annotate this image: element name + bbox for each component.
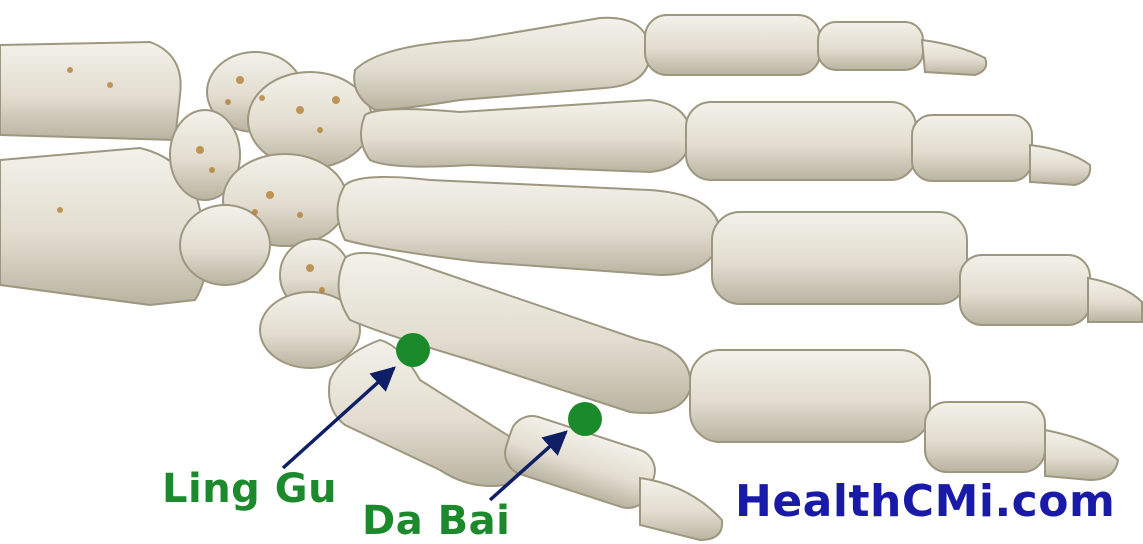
proximal-phalanx-2 <box>690 350 930 442</box>
carpal-lunate <box>180 205 270 285</box>
distal-phalanx-3 <box>1088 278 1142 322</box>
carpal-hamate <box>248 72 372 168</box>
distal-phalanx-5 <box>922 40 986 75</box>
middle-phalanx-4 <box>912 115 1032 181</box>
metacarpal-4 <box>361 100 690 172</box>
proximal-phalanx-4 <box>686 102 916 180</box>
proximal-phalanx-5 <box>645 15 820 75</box>
distal-phalanx-1 <box>640 478 722 540</box>
ling-gu-point-marker <box>396 333 430 367</box>
da-bai-point-marker <box>568 402 602 436</box>
distal-phalanx-2 <box>1045 430 1118 480</box>
middle-phalanx-5 <box>818 22 923 70</box>
ling-gu-label: Ling Gu <box>162 466 337 512</box>
middle-phalanx-3 <box>960 255 1090 325</box>
distal-phalanx-4 <box>1030 145 1090 185</box>
middle-phalanx-2 <box>925 402 1045 472</box>
healthcmi-watermark: HealthCMi.com <box>735 476 1115 527</box>
da-bai-label: Da Bai <box>362 498 510 544</box>
metacarpal-5 <box>354 18 650 110</box>
proximal-phalanx-3 <box>712 212 967 304</box>
ulna-bone <box>0 42 181 140</box>
